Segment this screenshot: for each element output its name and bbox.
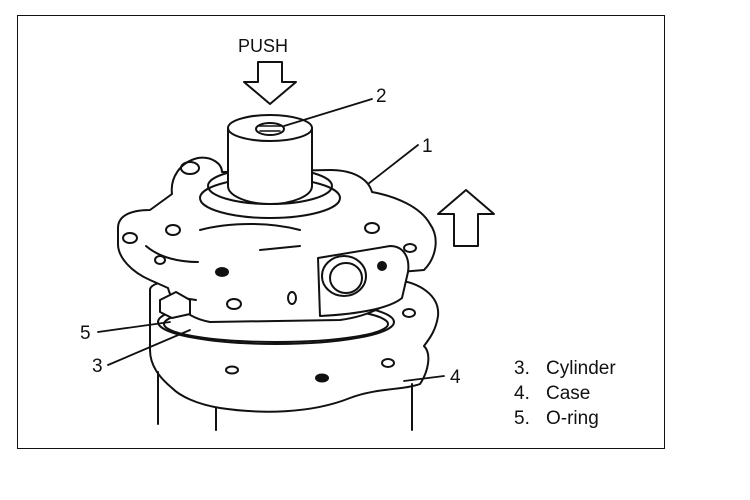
shaft-boss [199,114,341,219]
legend-item-cylinder: 3. Cylinder [514,356,616,381]
legend-label: O-ring [546,408,599,429]
parts-legend: 3. Cylinder 4. Case 5. O-ring [514,356,616,431]
legend-number: 5. [514,408,530,429]
legend-label: Cylinder [546,358,616,379]
legend-number: 3. [514,358,530,379]
callout-1: 1 [422,136,433,157]
legend-item-case: 4. Case [514,381,616,406]
callout-4: 4 [450,367,461,388]
lift-up-arrow-icon [437,189,495,247]
leader-lines [97,98,445,382]
legend-number: 4. [514,383,530,404]
callout-2: 2 [376,86,387,107]
push-down-arrow-icon [243,61,297,105]
push-label: PUSH [238,36,288,56]
legend-label: Case [546,383,591,404]
cylinder-block [117,156,437,323]
callout-5: 5 [80,323,91,344]
callout-3: 3 [92,356,103,377]
legend-item-o-ring: 5. O-ring [514,406,616,431]
